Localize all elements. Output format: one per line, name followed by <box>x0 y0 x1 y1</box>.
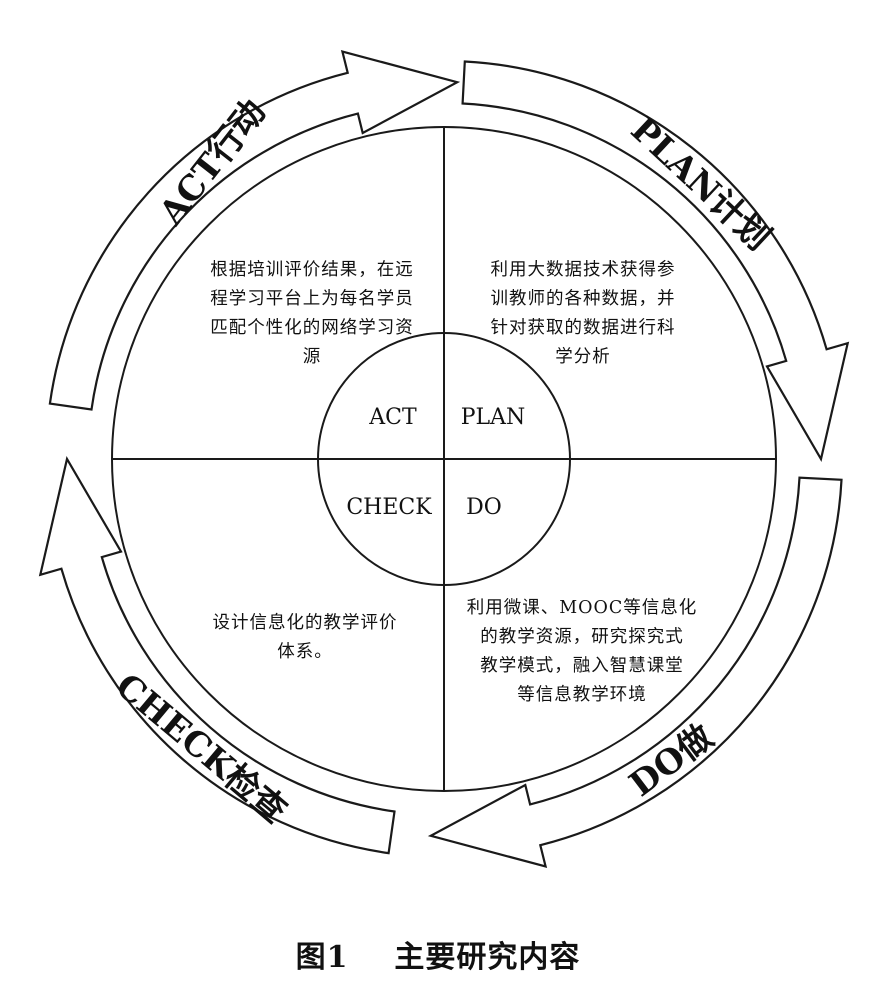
figure-title: 主要研究内容 <box>394 940 581 975</box>
act-arrow-label: ACT行动 <box>151 92 273 233</box>
quadrant-line: 设计信息化的教学评价 <box>213 613 398 633</box>
inner-label-act: ACT <box>368 405 417 430</box>
check-arrow-label: CHECK检查 <box>108 666 294 831</box>
quadrant-line: 源 <box>303 347 322 367</box>
plan-arrow <box>461 60 850 462</box>
inner-label-plan: PLAN <box>461 405 526 430</box>
do-arrow <box>427 476 843 869</box>
quadrant-check-text: 设计信息化的教学评价 体系。 <box>213 613 398 662</box>
act-arrow <box>48 49 461 411</box>
quadrant-act-text: 根据培训评价结果，在远 程学习平台上为每名学员 匹配个性化的网络学习资 源 <box>210 260 414 367</box>
plan-arrow-label: PLAN计划 <box>623 110 778 259</box>
quadrant-line: 程学习平台上为每名学员 <box>210 289 414 309</box>
quadrant-line: 利用大数据技术获得参 <box>491 260 676 280</box>
quadrant-plan-text: 利用大数据技术获得参 训教师的各种数据，并 针对获取的数据进行科 学分析 <box>491 260 676 367</box>
figure-caption: 图1 主要研究内容 <box>0 932 876 976</box>
quadrant-line: 根据培训评价结果，在远 <box>210 260 414 280</box>
quadrant-line: 利用微课、MOOC等信息化 <box>467 598 698 618</box>
quadrant-line: 训教师的各种数据，并 <box>491 289 676 309</box>
quadrant-do-text: 利用微课、MOOC等信息化 的教学资源，研究探究式 教学模式，融入智慧课堂 等信… <box>467 598 698 705</box>
quadrant-line: 教学模式，融入智慧课堂 <box>480 656 684 676</box>
quadrant-line: 学分析 <box>555 347 611 367</box>
quadrant-line: 针对获取的数据进行科 <box>491 318 676 338</box>
quadrant-line: 等信息教学环境 <box>517 685 647 705</box>
quadrant-line: 的教学资源，研究探究式 <box>480 627 684 647</box>
quadrant-line: 匹配个性化的网络学习资 <box>210 318 414 338</box>
inner-label-check: CHECK <box>346 495 432 520</box>
quadrant-line: 体系。 <box>277 642 333 662</box>
figure-number: 图1 <box>295 940 349 975</box>
inner-label-do: DO <box>466 495 502 520</box>
check-arrow <box>38 456 396 855</box>
